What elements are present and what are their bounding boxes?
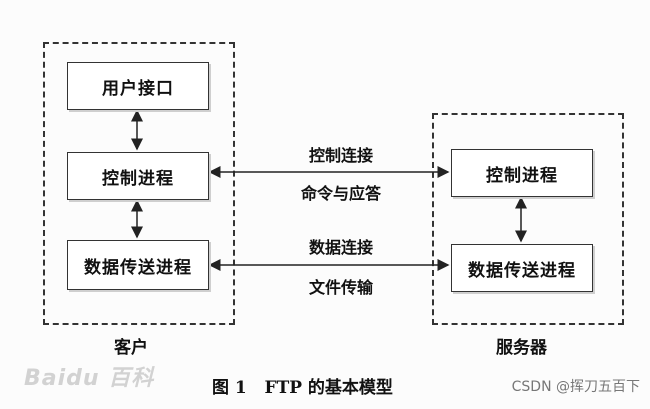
server-caption: 服务器 [496, 338, 547, 358]
file-transfer-label: 文件传输 [308, 278, 373, 297]
client-boundary [43, 42, 235, 325]
client-user-interface-box: 用户接口 [67, 62, 209, 110]
server-control-process-label: 控制进程 [486, 165, 558, 186]
command-reply-label: 命令与应答 [300, 184, 381, 203]
client-control-process-label: 控制进程 [102, 168, 174, 189]
server-boundary [432, 113, 624, 325]
figure-caption: 图 1 FTP 的基本模型 [212, 378, 393, 398]
csdn-watermark: CSDN @挥刀五百下 [511, 379, 640, 395]
control-connection-label: 控制连接 [308, 146, 373, 165]
client-data-transfer-box: 数据传送进程 [67, 240, 209, 290]
server-data-transfer-label: 数据传送进程 [468, 260, 576, 281]
client-data-transfer-label: 数据传送进程 [84, 257, 192, 278]
client-control-process-box: 控制进程 [67, 152, 209, 200]
server-data-transfer-box: 数据传送进程 [451, 244, 593, 292]
client-user-interface-label: 用户接口 [102, 78, 174, 99]
server-control-process-box: 控制进程 [451, 149, 593, 197]
client-caption: 客户 [114, 338, 148, 358]
data-connection-label: 数据连接 [308, 238, 373, 257]
baidu-watermark: Baidu 百科 [24, 366, 155, 391]
